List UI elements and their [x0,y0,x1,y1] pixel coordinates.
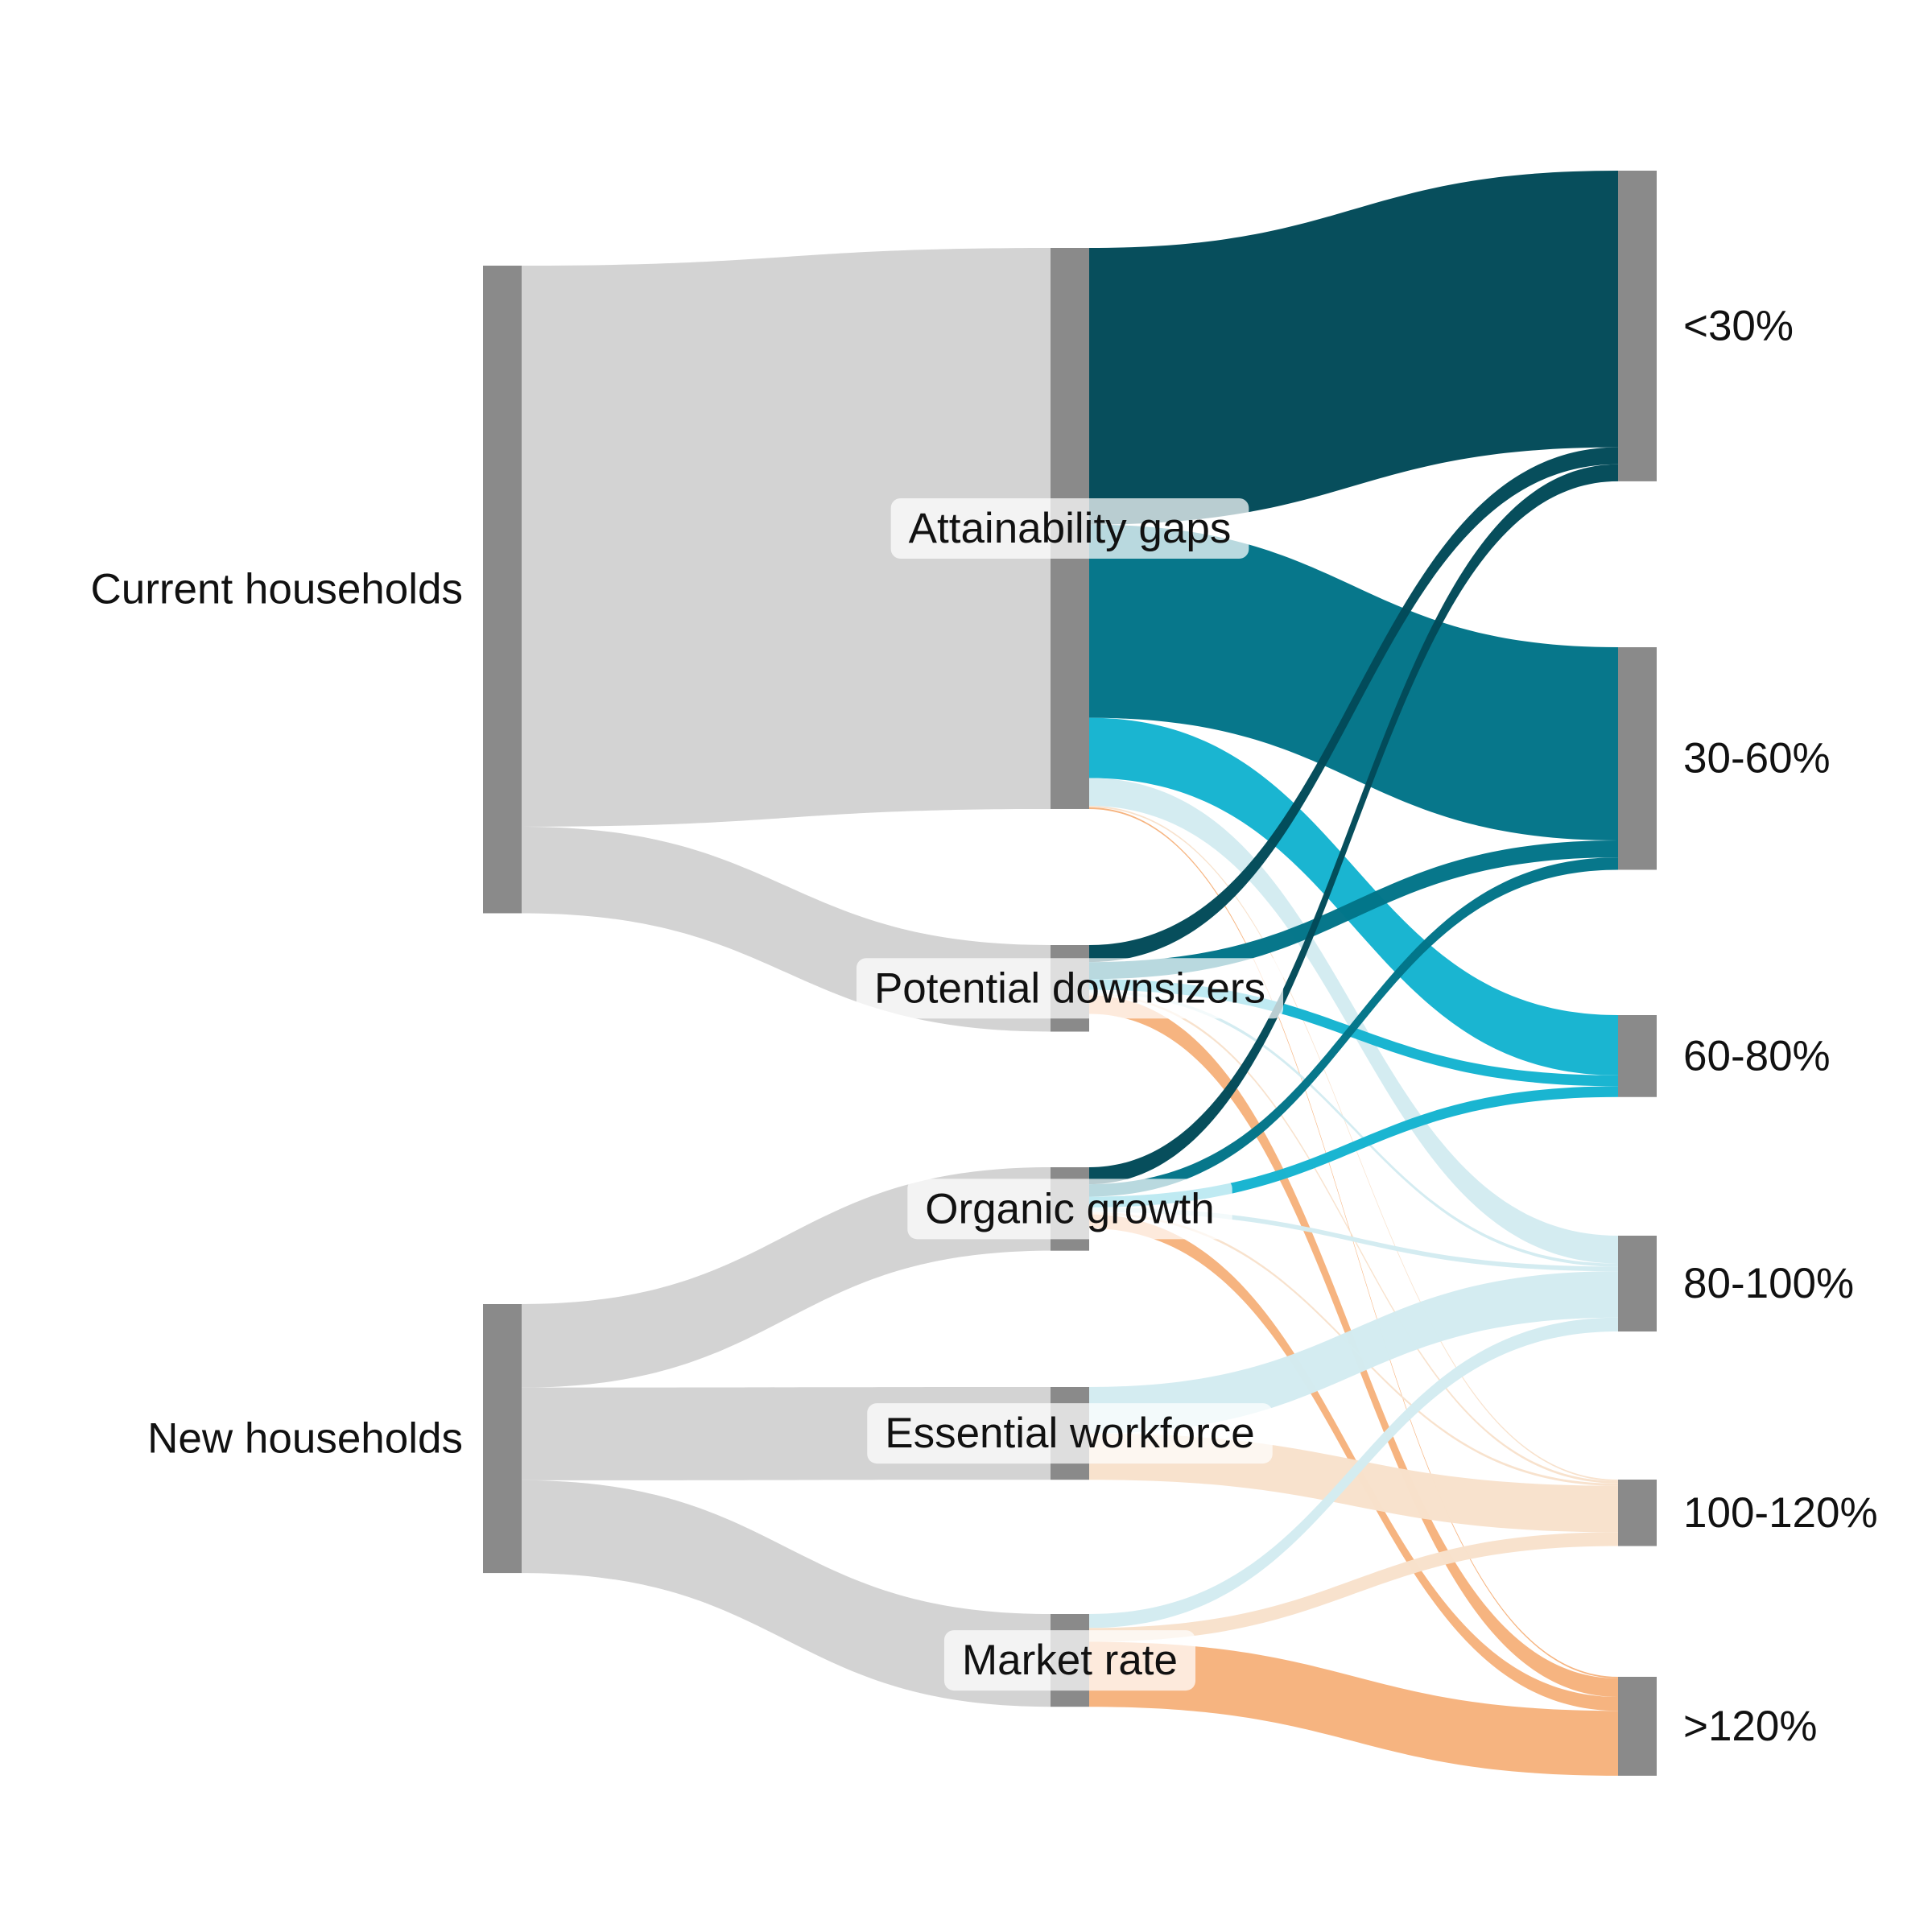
node-current [483,266,522,914]
link-organic-to-p30_60 [1089,857,1618,1197]
link-attain-to-lt30 [1089,171,1618,525]
label-p100_120: 100-120% [1683,1489,1878,1537]
link-market-to-gt120 [1089,1641,1618,1776]
label-box-essential [867,1403,1273,1464]
node-gt120 [1618,1677,1657,1776]
link-current-to-attain [522,248,1051,827]
link-down-to-p30_60 [1089,840,1618,980]
label-box-attain [890,497,1249,559]
link-essential-to-p80_100 [1089,1271,1618,1434]
label-p80_100: 80-100% [1683,1260,1854,1307]
link-market-to-p100_120 [1089,1532,1618,1642]
node-p30_60 [1618,647,1657,870]
label-box-organic [907,1179,1232,1240]
label-market: Market rate [962,1637,1178,1684]
node-lt30 [1618,171,1657,481]
link-organic-to-lt30 [1089,464,1618,1185]
link-new-to-market [522,1480,1051,1707]
node-new [483,1304,522,1574]
link-attain-to-p60_80 [1089,717,1618,1075]
label-gt120: >120% [1683,1703,1818,1750]
label-box-down [856,958,1284,1019]
label-p30_60: 30-60% [1683,735,1831,782]
link-market-to-p80_100 [1089,1317,1618,1629]
node-p80_100 [1618,1236,1657,1332]
label-down: Potential downsizers [874,964,1265,1012]
label-lt30: <30% [1683,302,1794,349]
link-organic-to-p60_80 [1089,1086,1618,1208]
node-p60_80 [1618,1015,1657,1097]
node-p100_120 [1618,1480,1657,1546]
label-current: Current households [90,566,463,613]
label-new: New households [147,1415,463,1463]
label-essential: Essential workforce [885,1410,1255,1457]
label-p60_80: 60-80% [1683,1032,1831,1080]
link-attain-to-gt120 [1089,807,1618,1678]
link-down-to-lt30 [1089,447,1618,963]
link-attain-to-p30_60 [1089,524,1618,840]
link-down-to-p80_100 [1089,989,1618,1267]
link-attain-to-p80_100 [1089,778,1618,1264]
label-organic: Organic growth [925,1185,1214,1232]
label-attain: Attainability gaps [909,505,1232,552]
label-box-market [943,1630,1196,1691]
link-organic-to-p80_100 [1089,1207,1618,1272]
